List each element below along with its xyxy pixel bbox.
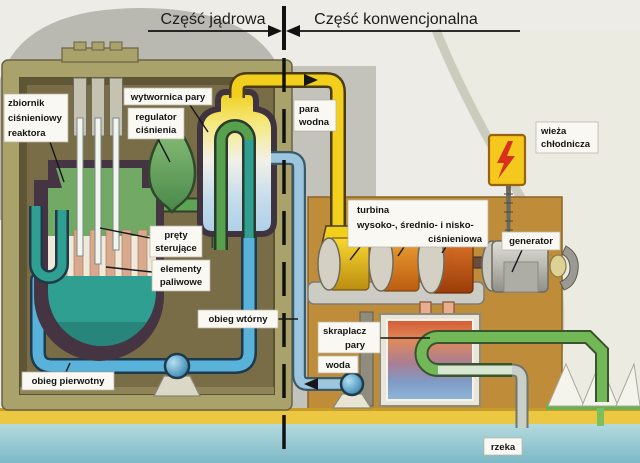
label-turbina-box <box>347 199 489 248</box>
label-zbiornik-box <box>3 93 69 143</box>
label-skraplacz-line2: pary <box>345 340 366 351</box>
chamber-highlight-bottom <box>20 387 274 394</box>
lp-turbine-band <box>448 229 455 293</box>
right-arrowhead <box>286 25 300 37</box>
label-obieg-wtorny-box <box>197 309 279 329</box>
rod-drive-penetration <box>73 41 87 51</box>
header-nuclear-section: Część jądrowa <box>161 11 266 28</box>
header-conventional-section: Część konwencjonalna <box>314 11 478 28</box>
feedwater-pipe <box>271 153 349 389</box>
steam-flow-arrow <box>304 74 318 86</box>
fuel-element <box>121 229 132 279</box>
label-woda: woda <box>325 360 351 371</box>
label-obieg-pierwotny-box <box>21 371 115 391</box>
label-para-wodna-line1: para <box>299 104 320 115</box>
label-prety-line2: sterujące <box>155 243 197 254</box>
hp-turbine-face <box>317 237 341 291</box>
label-para-wodna-box <box>293 99 337 132</box>
pointer-lines <box>49 104 523 373</box>
river-bank-strip <box>0 408 640 424</box>
label-wytwornica: wytwornica pary <box>130 92 206 103</box>
labels: zbiornik ciśnieniowy reaktora wytwornica… <box>3 87 599 456</box>
label-regulator-line1: regulator <box>135 112 176 123</box>
label-elementy-box <box>151 259 211 292</box>
section-divider <box>148 6 520 463</box>
turbine-train <box>307 225 579 305</box>
pointer-obieg-pierwotny <box>65 362 71 373</box>
label-turbina-line3: ciśnieniowa <box>428 234 483 245</box>
label-elementy-line1: elementy <box>160 264 202 275</box>
river-water-pipe <box>511 365 527 428</box>
label-obieg-wtorny: obieg wtórny <box>208 314 268 325</box>
label-turbina-line1: turbina <box>357 205 390 216</box>
label-skraplacz-box <box>317 321 381 354</box>
label-zbiornik-line3: reaktora <box>8 128 46 139</box>
label-elementy-line2: paliwowe <box>160 277 202 288</box>
label-regulator-line2: ciśnienia <box>136 125 177 136</box>
control-rod <box>112 117 120 251</box>
pylon-ridges <box>504 193 513 240</box>
rod-drive-penetration <box>109 41 123 51</box>
label-turbina-line2: wysoko-, średnio- i nisko- <box>356 220 474 231</box>
label-rzeka-box <box>483 437 523 456</box>
river-bank-edge <box>0 408 640 411</box>
label-para-wodna-line2: wodna <box>298 117 330 128</box>
label-wieza-line2: chłodnicza <box>541 139 591 150</box>
u-tube-hot-leg <box>216 121 254 250</box>
steam-generator-vessel <box>197 89 277 237</box>
condensate-pump <box>331 371 373 409</box>
pointer-zbiornik <box>49 141 65 183</box>
label-skraplacz-line1: skraplacz <box>323 326 367 337</box>
pointer-wytwornica <box>189 104 209 133</box>
spray-outflow <box>597 408 604 426</box>
pointer-regulator <box>157 138 171 163</box>
label-generator-box <box>501 231 561 251</box>
pointer-prety <box>99 227 151 239</box>
secondary-circuit-pipes <box>229 72 349 391</box>
chamber-shadow-top <box>20 78 274 85</box>
spray-cone <box>547 362 585 407</box>
lightning-bolt-icon <box>497 141 515 179</box>
primary-pump <box>153 352 201 397</box>
electricity-pylon <box>487 133 527 250</box>
downcomer <box>31 206 67 282</box>
generator-band <box>503 261 539 293</box>
label-rzeka: rzeka <box>491 442 516 453</box>
pointer-generator <box>511 249 523 273</box>
exciter <box>549 254 567 278</box>
label-obieg-pierwotny: obieg pierwotny <box>32 376 106 387</box>
water-flow-arrow <box>304 378 318 390</box>
label-zbiornik-line2: ciśnieniowy <box>8 113 63 124</box>
label-woda-box <box>317 355 359 374</box>
label-zbiornik-line1: zbiornik <box>8 98 45 109</box>
reactor-vessel <box>29 77 164 361</box>
cooling-water-pipes <box>414 330 609 428</box>
rod-drive-penetration <box>91 41 105 51</box>
warm-water-pipe <box>416 332 607 402</box>
exciter-blade <box>559 245 579 291</box>
label-regulator-box <box>127 107 185 140</box>
left-arrowhead <box>268 25 282 37</box>
label-wieza-line1: wieża <box>540 126 567 137</box>
control-rod-drives <box>73 77 123 265</box>
steam-pipe <box>231 74 344 228</box>
control-rod <box>76 117 84 257</box>
river <box>0 424 640 463</box>
chamber-shadow-left <box>20 78 27 394</box>
pointer-turbina <box>349 246 447 261</box>
pointer-elementy <box>105 266 153 273</box>
label-prety-box <box>149 225 203 258</box>
label-prety-line1: pręty <box>164 230 188 241</box>
label-generator: generator <box>509 236 553 247</box>
spray-cone <box>615 362 640 407</box>
steam-generator <box>197 89 277 250</box>
label-wytwornica-box <box>123 87 213 106</box>
control-rod <box>94 117 102 265</box>
label-wieza-box <box>535 121 599 154</box>
